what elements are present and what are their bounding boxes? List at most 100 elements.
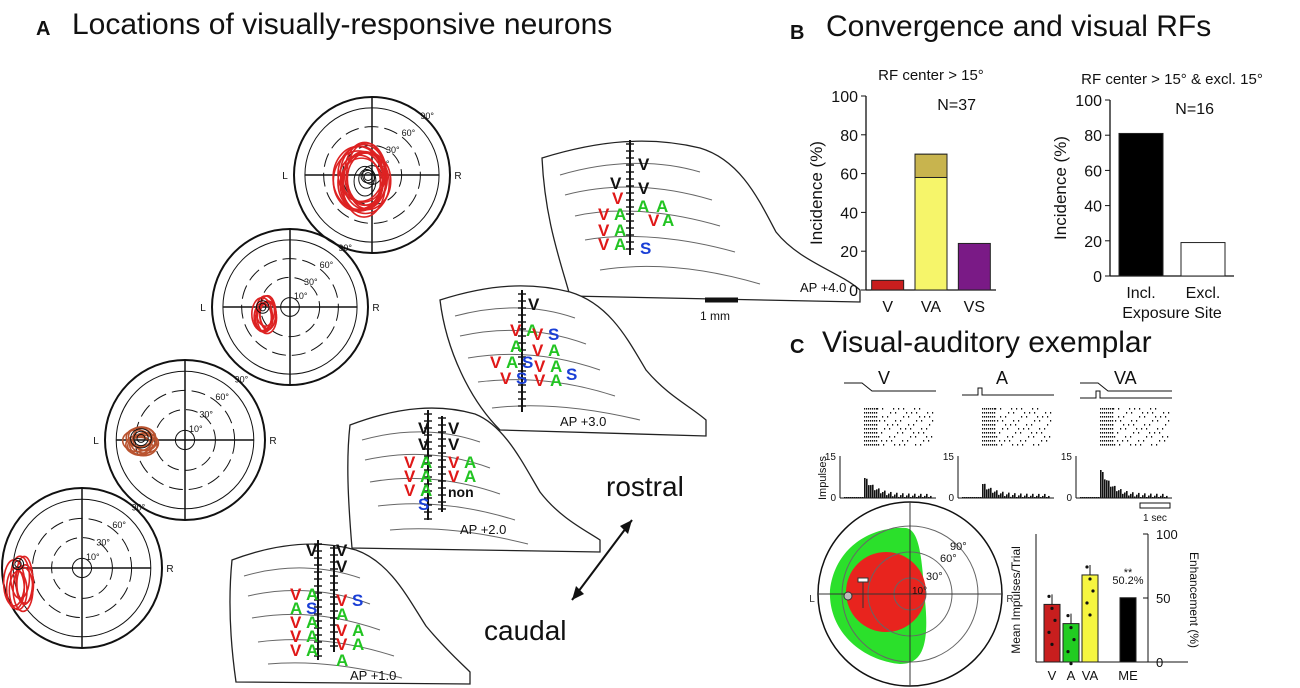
receptive-field-outline: [8, 570, 28, 611]
y-tick-label: 0: [1093, 269, 1102, 286]
psth-bin: [912, 495, 914, 498]
receptive-field-outline: [130, 428, 152, 449]
raster-spike: [866, 432, 868, 434]
receptive-field-outline: [133, 430, 149, 447]
raster-spike: [984, 444, 986, 446]
psth-bin: [1086, 497, 1088, 498]
raster-spike: [870, 436, 872, 438]
panel-b-title: Convergence and visual RFs: [826, 10, 1212, 43]
section-layer-line: [599, 265, 761, 285]
data-point: [1047, 630, 1051, 635]
raster-spike: [868, 412, 870, 414]
psth-bin: [1044, 493, 1046, 498]
psth-bin: [1022, 497, 1024, 498]
data-point: [1069, 662, 1073, 666]
raster-spike: [889, 436, 891, 438]
receptive-field-outline: [353, 165, 377, 197]
psth-bin: [924, 495, 926, 498]
psth-bin: [1148, 495, 1150, 498]
raster-spike: [874, 440, 876, 442]
raster-spike: [1020, 432, 1022, 434]
psth-bin: [1108, 480, 1110, 498]
psth-bin: [1150, 493, 1152, 498]
raster-spike: [1036, 432, 1038, 434]
y-tick-label: 40: [1084, 199, 1102, 216]
psth-bin: [850, 497, 852, 498]
raster-spike: [984, 428, 986, 430]
polar-10-label: 10°: [86, 552, 100, 562]
raster-spike: [1039, 420, 1041, 422]
raster-spike: [872, 416, 874, 418]
y-tick-label: 20: [1084, 234, 1102, 251]
raster-spike: [920, 444, 922, 446]
section-ap-label: AP +3.0: [560, 414, 606, 429]
psth-bin: [910, 497, 912, 498]
neuron-marker-a: A: [510, 337, 522, 356]
psth-bin: [962, 497, 964, 498]
neuron-marker-v: V: [448, 419, 460, 438]
raster-spike: [864, 428, 866, 430]
neuron-marker-a: A: [656, 197, 668, 216]
psth-bin: [1046, 497, 1048, 498]
raster-spike: [872, 436, 874, 438]
psth-bin: [1156, 493, 1158, 498]
psth-bin: [984, 483, 986, 498]
raster-spike: [994, 424, 996, 426]
psth-bin: [862, 497, 864, 498]
raster-spike: [1009, 440, 1011, 442]
raster-spike: [868, 408, 870, 410]
raster-spike: [876, 424, 878, 426]
raster-spike: [866, 416, 868, 418]
data-point: [1091, 589, 1095, 593]
neuron-marker-v: V: [448, 435, 460, 454]
psth-bin: [1040, 497, 1042, 498]
direction-arrow-line: [571, 519, 633, 601]
raster-spike: [1164, 440, 1166, 442]
psth-bin: [882, 491, 884, 498]
raster-spike: [990, 424, 992, 426]
psth-bin: [1014, 493, 1016, 498]
raster-spike: [1100, 432, 1102, 434]
psth-bin: [880, 493, 882, 498]
neuron-marker-s: S: [418, 495, 429, 514]
neuron-marker-s: S: [548, 325, 559, 344]
raster-spike: [1104, 408, 1106, 410]
neuron-marker-v: V: [418, 419, 430, 438]
raster-spike: [864, 412, 866, 414]
psth-bin: [888, 493, 890, 498]
raster-spike: [1136, 428, 1138, 430]
raster-spike: [874, 436, 876, 438]
raster-spike: [982, 412, 984, 414]
enhancement-value-label: 50.2%: [1112, 575, 1143, 587]
section-layer-line: [364, 454, 491, 469]
neuron-marker-a: A: [464, 453, 476, 472]
psth-bin: [922, 497, 924, 498]
raster-spike: [982, 428, 984, 430]
psth-bin: [1080, 497, 1082, 498]
psth-bin: [1082, 497, 1084, 498]
section-layer-line: [564, 186, 713, 201]
raster-spike: [1110, 408, 1112, 410]
raster-spike: [1157, 420, 1159, 422]
psth-bin: [994, 491, 996, 498]
raster-spike: [992, 424, 994, 426]
raster-spike: [1122, 440, 1124, 442]
neuron-marker-v: V: [532, 325, 544, 344]
raster-spike: [1018, 420, 1020, 422]
raster-spike: [876, 416, 878, 418]
psth-bin: [986, 489, 988, 498]
receptive-field-outline: [363, 172, 373, 181]
raster-spike: [890, 412, 892, 414]
neuron-marker-v: V: [448, 453, 460, 472]
raster-spike: [986, 420, 988, 422]
section-ap-label: AP +2.0: [460, 522, 506, 537]
raster-spike: [1100, 412, 1102, 414]
neuron-marker-v: V: [418, 435, 430, 454]
raster-spike: [988, 408, 990, 410]
psth-bin: [1042, 495, 1044, 498]
raster-spike: [923, 432, 925, 434]
raster-spike: [1125, 428, 1127, 430]
